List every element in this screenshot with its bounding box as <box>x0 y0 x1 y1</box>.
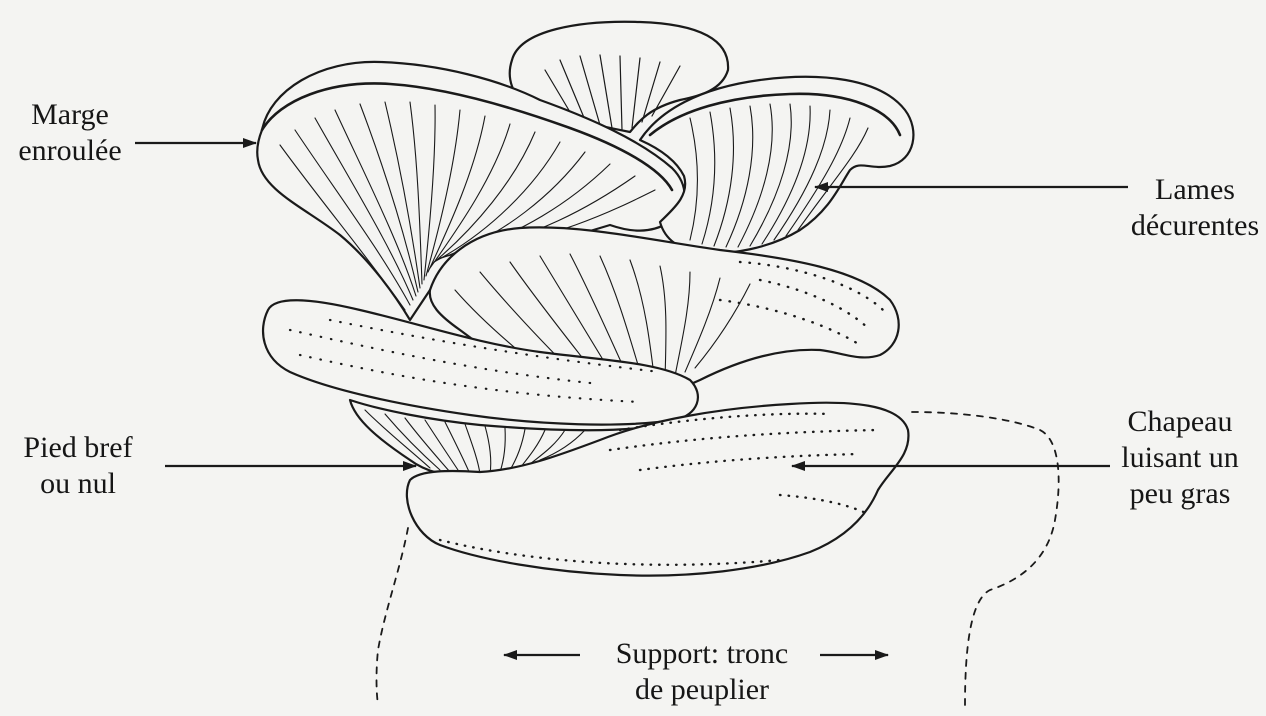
label-lames-line-1: Lames <box>1124 172 1266 208</box>
label-lames-decurentes: Lames décurentes <box>1124 172 1266 244</box>
label-marge-line-2: enroulée <box>4 133 136 169</box>
support-trunk-outline <box>377 528 409 705</box>
label-support-line-1: Support: tronc <box>582 636 822 672</box>
label-lames-line-2: décurentes <box>1124 208 1266 244</box>
label-chapeau-luisant: Chapeau luisant un peu gras <box>1104 404 1256 512</box>
label-marge-enroulee: Marge enroulée <box>4 97 136 169</box>
label-pied-line-2: ou nul <box>2 466 154 502</box>
label-support-line-2: de peuplier <box>582 672 822 708</box>
label-chapeau-line-1: Chapeau <box>1104 404 1256 440</box>
right-cap <box>640 77 913 253</box>
label-support-tronc: Support: tronc de peuplier <box>582 636 822 708</box>
label-chapeau-line-2: luisant un <box>1104 440 1256 476</box>
label-marge-line-1: Marge <box>4 97 136 133</box>
label-pied-bref: Pied bref ou nul <box>2 430 154 502</box>
mushroom-cluster <box>257 22 1058 705</box>
label-pied-line-1: Pied bref <box>2 430 154 466</box>
label-chapeau-line-3: peu gras <box>1104 476 1256 512</box>
support-trunk-outline-right <box>912 412 1059 705</box>
